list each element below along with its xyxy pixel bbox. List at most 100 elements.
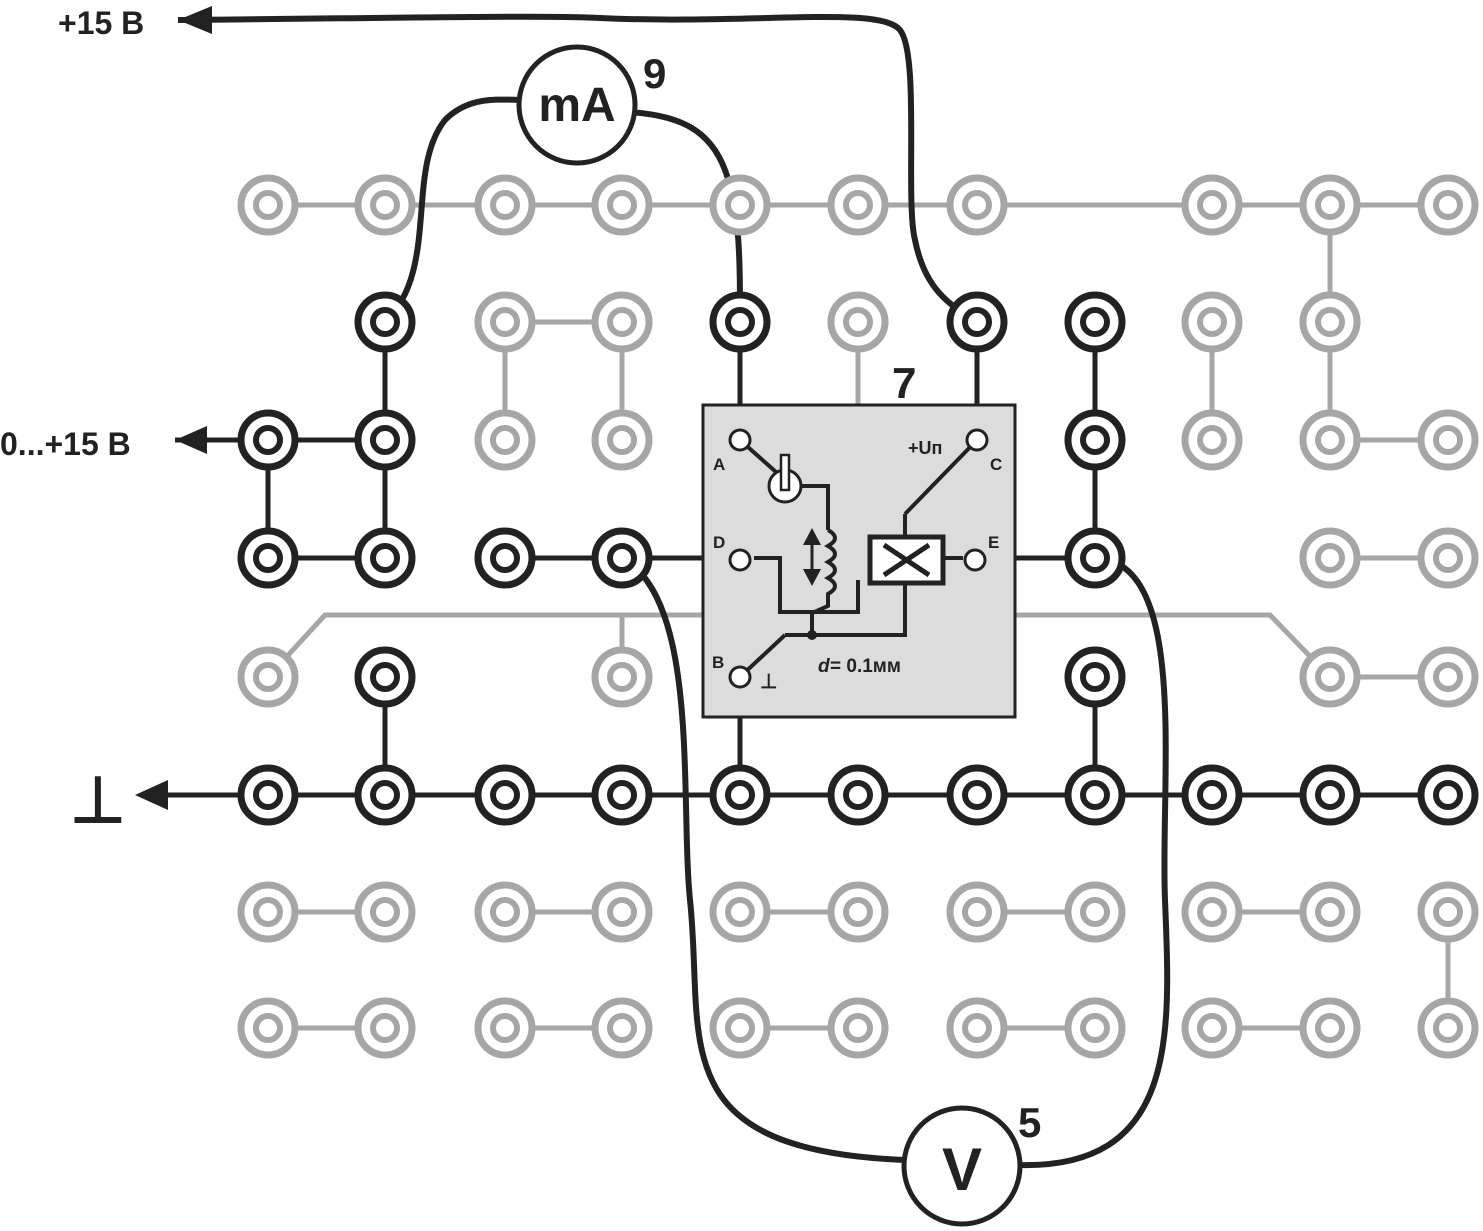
socket-active (474, 764, 536, 826)
socket-inactive (709, 997, 771, 1059)
socket-inactive (237, 646, 299, 708)
socket-active (237, 764, 299, 826)
socket-active (1064, 527, 1126, 589)
socket-inactive (1417, 646, 1479, 708)
pin-d-terminal (728, 548, 752, 572)
wire-v-left (620, 555, 906, 1163)
meter-wires (177, 13, 1171, 1169)
socket-inactive (237, 997, 299, 1059)
wire-15v (177, 13, 979, 325)
socket-inactive (827, 291, 889, 353)
socket-inactive (237, 881, 299, 943)
socket-inactive (591, 291, 653, 353)
pin-a-label: A (713, 455, 725, 474)
supply-15v-label: +15 В (58, 5, 144, 41)
socket-inactive (1299, 997, 1361, 1059)
socket-inactive (354, 174, 416, 236)
socket-inactive (591, 409, 653, 471)
wire-v-right (1017, 555, 1171, 1169)
socket-active (591, 764, 653, 826)
supply-label: +Uп (908, 438, 942, 458)
pin-e-label: E (988, 533, 999, 552)
socket-inactive (1299, 409, 1361, 471)
socket-inactive (1417, 409, 1479, 471)
double-arrow-icon (803, 528, 821, 586)
socket-inactive (1064, 997, 1126, 1059)
socket-inactive (474, 174, 536, 236)
socket-active (1064, 291, 1126, 353)
socket-inactive (827, 997, 889, 1059)
ground-label: ⊥ (70, 764, 126, 836)
socket-active (709, 764, 771, 826)
socket-inactive (1417, 527, 1479, 589)
socket-active (946, 291, 1008, 353)
wire-ma-right (627, 109, 743, 323)
module-number: 7 (892, 359, 916, 408)
milliammeter-body (516, 44, 638, 166)
supply-adj-label: 0...+15 В (0, 426, 131, 462)
socket-inactive (1417, 881, 1479, 943)
socket-active (827, 764, 889, 826)
socket-inactive (709, 881, 771, 943)
socket-active (237, 527, 299, 589)
supply-arrows (135, 6, 212, 810)
socket-inactive (1181, 291, 1243, 353)
voltmeter-number: 5 (1018, 1099, 1041, 1146)
socket-inactive (946, 997, 1008, 1059)
pin-b-terminal (728, 665, 752, 689)
socket-inactive (946, 174, 1008, 236)
socket-inactive (591, 881, 653, 943)
socket-active (1064, 409, 1126, 471)
socket-active (1064, 646, 1126, 708)
socket-inactive (1064, 881, 1126, 943)
socket-inactive (591, 174, 653, 236)
socket-inactive (1181, 174, 1243, 236)
socket-active (1299, 764, 1361, 826)
socket-inactive (1299, 881, 1361, 943)
voltmeter: V 5 (901, 1099, 1041, 1227)
socket-grid (237, 174, 1479, 1059)
socket-active (354, 646, 416, 708)
socket-inactive (1299, 646, 1361, 708)
pin-c-label: C (990, 455, 1002, 474)
arrow-adj (175, 426, 207, 454)
socket-active (354, 291, 416, 353)
module-ground-mark: ⊥ (760, 671, 777, 693)
pin-e-terminal (963, 548, 987, 572)
socket-inactive (1417, 997, 1479, 1059)
socket-inactive (709, 174, 771, 236)
socket-inactive (1299, 527, 1361, 589)
milliammeter: mA 9 (516, 44, 666, 166)
socket-active (474, 527, 536, 589)
socket-inactive (591, 997, 653, 1059)
module-7: 7 A C +Uп D E B ⊥ d = 0.1мм (701, 359, 1017, 719)
socket-inactive (827, 881, 889, 943)
socket-active (1064, 764, 1126, 826)
socket-inactive (354, 997, 416, 1059)
socket-inactive (1181, 881, 1243, 943)
socket-inactive (946, 881, 1008, 943)
socket-active (354, 764, 416, 826)
socket-inactive (474, 997, 536, 1059)
socket-inactive (827, 174, 889, 236)
milliammeter-number: 9 (643, 50, 666, 97)
voltmeter-body (901, 1105, 1023, 1227)
pin-c-terminal (965, 428, 989, 452)
socket-inactive (1181, 997, 1243, 1059)
socket-inactive (474, 291, 536, 353)
socket-active (354, 527, 416, 589)
socket-inactive (1417, 174, 1479, 236)
gap-value: = 0.1мм (830, 656, 901, 677)
socket-inactive (591, 646, 653, 708)
socket-active (591, 527, 653, 589)
gap-variable: d (818, 656, 830, 677)
socket-inactive (354, 881, 416, 943)
socket-active (1181, 764, 1243, 826)
socket-active (237, 409, 299, 471)
voltmeter-label: V (942, 1136, 982, 1203)
socket-active (709, 291, 771, 353)
pin-d-label: D (713, 533, 725, 552)
socket-inactive (1299, 174, 1361, 236)
pin-a-terminal (728, 428, 752, 452)
socket-active (946, 764, 1008, 826)
